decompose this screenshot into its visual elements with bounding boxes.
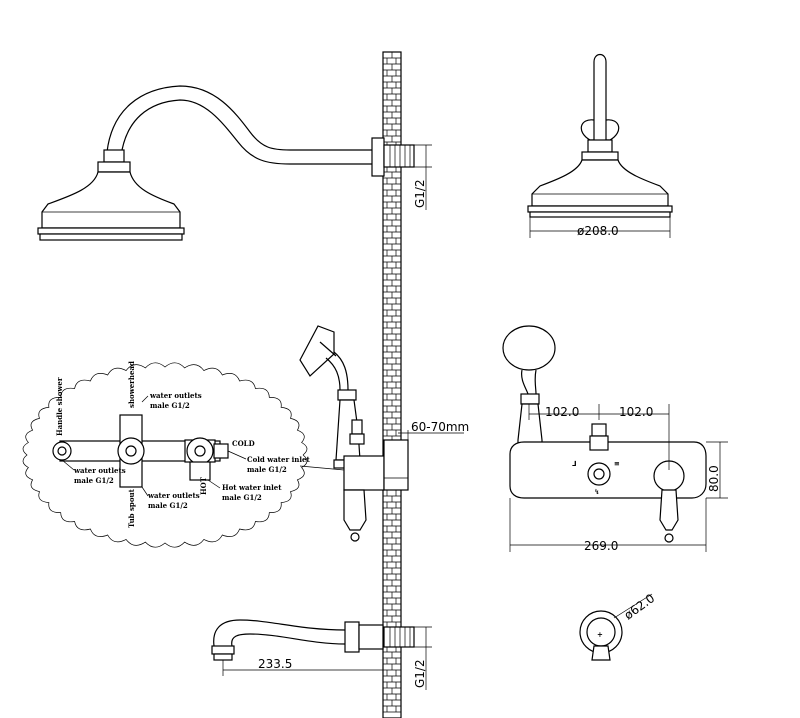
label-outlet-top-2: male G1/2 [150, 401, 190, 410]
svg-text:≡: ≡ [614, 459, 620, 468]
label-hot-inlet-2: male G1/2 [222, 493, 262, 502]
mixer-front-view: ⅃ ≡ ↯ 102.0 102.0 80.0 269.0 [502, 325, 728, 553]
label-outlet-left-2: male G1/2 [74, 476, 114, 485]
shower-head-side-view: G1/2 [37, 85, 432, 241]
spacing-left-dim: 102.0 [545, 405, 579, 419]
spacing-right-dim: 102.0 [619, 405, 653, 419]
label-cold-inlet-1: Cold water inlet [247, 455, 310, 464]
plate-height-dim: 80.0 [707, 465, 721, 492]
spout-length-dim: 233.5 [258, 657, 292, 671]
label-showerhead: showerhead [127, 361, 136, 408]
label-outlet-bottom-2: male G1/2 [148, 501, 188, 510]
thread-dim-top: G1/2 [413, 179, 427, 208]
svg-text:⅃: ⅃ [572, 459, 576, 468]
label-tub-spout: Tub spout [127, 488, 136, 528]
rail-range-dim: 60-70mm [411, 420, 469, 434]
label-hot: HOT [199, 476, 208, 495]
mixer-detail-callout: showerhead Handle shower Tub spout water… [22, 361, 310, 548]
label-cold: COLD [232, 439, 255, 448]
label-handle-shower: Handle shower [55, 377, 64, 436]
label-outlet-top-1: water outlets [149, 391, 202, 400]
diverter-handle: + ø62.0 [579, 591, 658, 661]
label-hot-inlet-1: Hot water inlet [222, 483, 282, 492]
shower-head-front-view: ø208.0 [527, 53, 673, 238]
label-outlet-bottom-1: water outlets [147, 491, 200, 500]
thread-dim-bottom: G1/2 [413, 659, 427, 688]
label-outlet-left-1: water outlets [73, 466, 126, 475]
plate-width-dim: 269.0 [584, 539, 618, 553]
svg-text:↯: ↯ [594, 487, 600, 496]
head-diameter-dim: ø208.0 [577, 224, 619, 238]
label-cold-inlet-2: male G1/2 [247, 465, 287, 474]
mixer-side-view: 60-70mm [299, 325, 469, 542]
handle-diameter-dim: ø62.0 [622, 591, 658, 622]
tub-spout: G1/2 233.5 [211, 619, 432, 690]
svg-text:+: + [597, 630, 603, 639]
